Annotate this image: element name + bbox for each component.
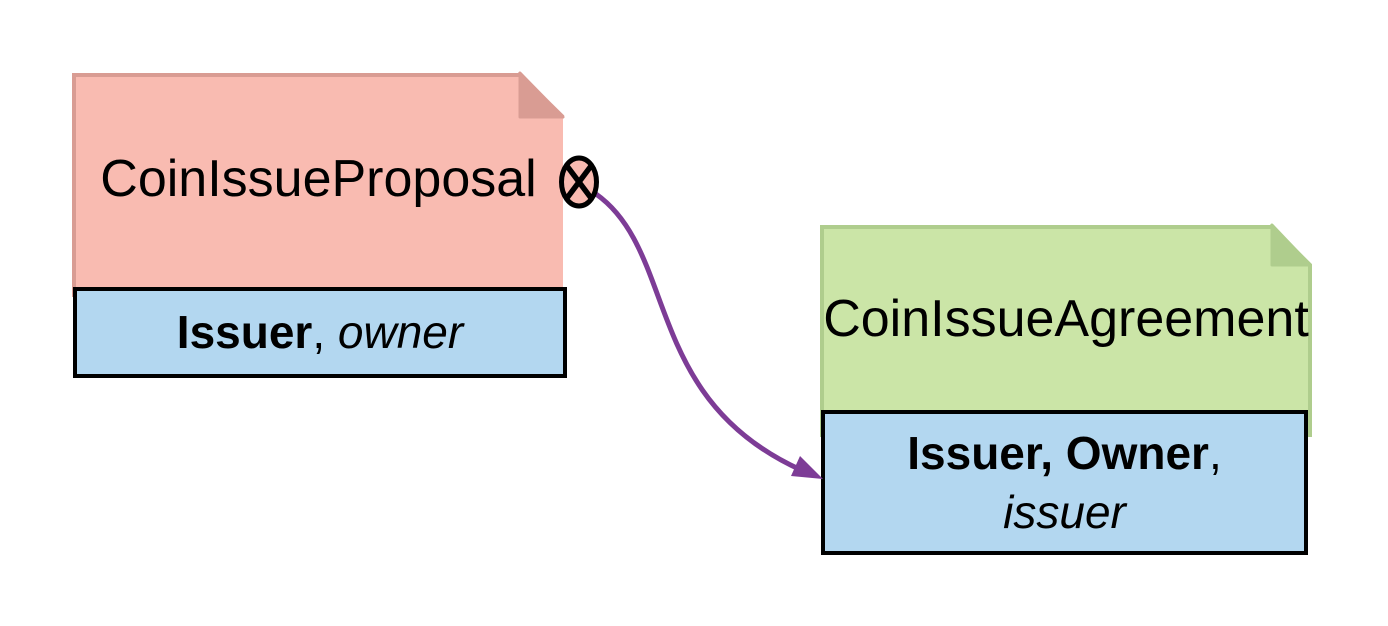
- node-title-coin-issue-agreement: CoinIssueAgreement: [822, 225, 1310, 412]
- party-label: issuer: [1003, 485, 1126, 538]
- node-title-label: CoinIssueAgreement: [823, 289, 1309, 348]
- node-title-coin-issue-proposal: CoinIssueProposal: [74, 73, 563, 285]
- choice-arrow: [593, 191, 823, 479]
- separator-label: ,: [312, 306, 338, 359]
- party-bar: [73, 287, 567, 378]
- party-bar-text-left: Issuer, owner: [75, 289, 565, 376]
- contract-node-coin-issue-proposal: [72, 71, 567, 378]
- arrowhead-icon: [791, 456, 823, 479]
- note-fold-icon: [1270, 223, 1312, 267]
- party-label: owner: [337, 306, 464, 359]
- separator-label: ,: [1208, 426, 1222, 479]
- cross-lines: [564, 164, 594, 200]
- consuming-choice-icon: [559, 155, 599, 209]
- signatory-label: Issuer: [176, 306, 313, 359]
- note-shape: [822, 225, 1310, 437]
- contract-node-coin-issue-agreement: [820, 223, 1312, 555]
- note-fold-icon: [518, 71, 565, 119]
- party-bar-text-right: Issuer, Owner, issuer: [823, 412, 1306, 553]
- arrow-curve: [593, 191, 804, 473]
- node-title-label: CoinIssueProposal: [100, 150, 537, 208]
- party-bar: [821, 410, 1308, 555]
- note-shape: [74, 73, 563, 297]
- signatory-label: Issuer, Owner: [907, 426, 1209, 479]
